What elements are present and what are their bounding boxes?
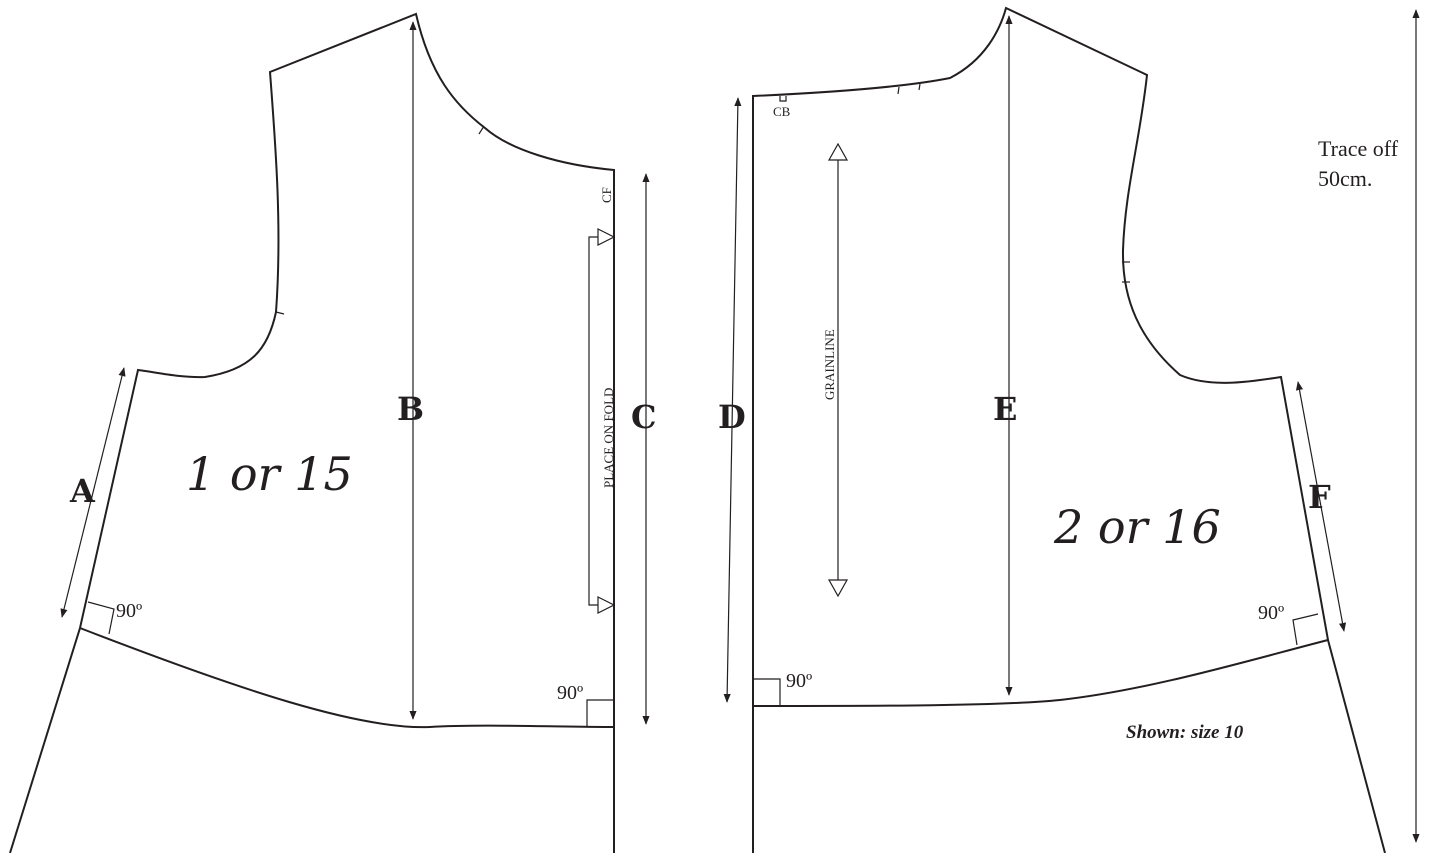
trace-off-line2: 50cm. <box>1318 166 1372 191</box>
back-neck-notch-1 <box>897 86 900 95</box>
measure-a-arrow <box>60 367 126 618</box>
grainline-label: GRAINLINE <box>822 329 837 400</box>
measure-d-arrow <box>723 97 742 703</box>
front-armhole-notch <box>275 311 285 315</box>
fold-bracket <box>588 236 600 606</box>
back-bodice-outline <box>752 6 1386 853</box>
shown-size-note: Shown: size 10 <box>1126 722 1244 743</box>
back-neck-notch-2 <box>918 83 921 91</box>
place-on-fold-label: PLACE ON FOLD <box>601 388 616 488</box>
front-neck-notch <box>478 125 485 135</box>
front-waist-seam <box>79 627 615 729</box>
back-waist-seam <box>752 639 1329 707</box>
back-bodice-piece <box>723 6 1420 853</box>
measure-d-label: D <box>718 398 746 436</box>
cf-label: CF <box>599 187 614 203</box>
cb-label: CB <box>773 104 791 119</box>
measure-b-label: B <box>397 390 424 428</box>
fold-arrow-bottom <box>597 596 616 614</box>
front-bodice-outline <box>9 12 615 853</box>
grainline-arrow-bottom <box>827 579 849 598</box>
trace-off-line1: Trace off <box>1318 136 1399 161</box>
measure-f-label: F <box>1308 478 1331 516</box>
front-bodice-piece <box>9 12 650 853</box>
measure-a-label: A <box>69 472 96 510</box>
front-cf-angle-label: 90º <box>557 682 583 704</box>
back-piece-number: 2 or 16 <box>1053 500 1221 554</box>
back-side-angle-label: 90º <box>1258 602 1284 624</box>
measure-c-label: C <box>631 398 656 436</box>
grainline-arrow-top <box>827 142 849 161</box>
front-side-right-angle <box>87 601 115 635</box>
front-piece-number: 1 or 15 <box>186 447 353 501</box>
back-cb-angle-label: 90º <box>786 670 812 692</box>
measure-f-arrow <box>1295 381 1347 632</box>
front-cf-right-angle <box>586 699 614 727</box>
back-cb-notch <box>779 96 787 102</box>
back-side-right-angle <box>1292 613 1319 646</box>
measure-e-label: E <box>993 390 1017 428</box>
fold-arrow-top <box>597 228 616 246</box>
back-cb-right-angle <box>753 678 781 706</box>
front-side-angle-label: 90º <box>116 600 142 622</box>
